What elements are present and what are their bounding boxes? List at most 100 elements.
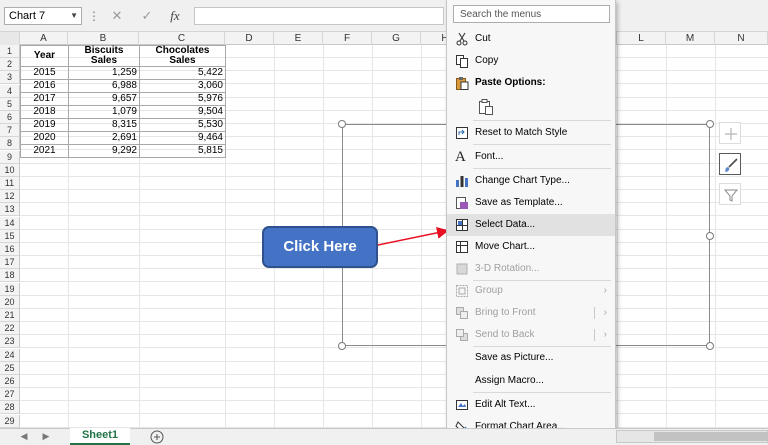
menu-item-font[interactable]: A Font...: [447, 146, 615, 168]
row-header[interactable]: 27: [0, 388, 20, 401]
table-cell[interactable]: 2017: [20, 92, 69, 106]
menu-item-copy[interactable]: Copy: [447, 50, 615, 72]
row-header[interactable]: 8: [0, 137, 20, 150]
row-header[interactable]: 25: [0, 362, 20, 375]
add-sheet-icon[interactable]: [150, 430, 164, 444]
row-header[interactable]: 24: [0, 349, 20, 362]
row-header[interactable]: 6: [0, 111, 20, 124]
column-header[interactable]: F: [323, 32, 372, 45]
column-header[interactable]: L: [617, 32, 666, 45]
table-header-cell[interactable]: Biscuits Sales: [68, 45, 140, 67]
table-cell[interactable]: 5,815: [139, 144, 226, 158]
row-header[interactable]: 13: [0, 203, 20, 216]
resize-handle-top-right[interactable]: [706, 120, 714, 128]
table-header-cell[interactable]: Year: [20, 45, 69, 67]
table-cell[interactable]: 2018: [20, 105, 69, 119]
formula-input[interactable]: [194, 7, 444, 25]
menu-item-save-as-template[interactable]: Save as Template...: [447, 192, 615, 214]
chart-styles-button[interactable]: [719, 153, 741, 175]
table-cell[interactable]: 6,988: [68, 79, 140, 93]
row-header[interactable]: 20: [0, 296, 20, 309]
select-all-corner[interactable]: [0, 32, 20, 45]
resize-handle-right[interactable]: [706, 232, 714, 240]
table-cell[interactable]: 5,422: [139, 66, 226, 80]
row-header[interactable]: 22: [0, 322, 20, 335]
table-cell[interactable]: 1,079: [68, 105, 140, 119]
scrollbar-thumb[interactable]: [654, 432, 768, 441]
menu-item-assign-macro[interactable]: Assign Macro...: [447, 370, 615, 392]
table-cell[interactable]: 2016: [20, 79, 69, 93]
menu-item-select-data[interactable]: Select Data...: [447, 214, 615, 236]
table-cell[interactable]: 9,657: [68, 92, 140, 106]
row-header[interactable]: 14: [0, 217, 20, 230]
menu-item-3d-rotation[interactable]: 3-D Rotation...: [447, 258, 615, 280]
row-header[interactable]: 16: [0, 243, 20, 256]
menu-item-group[interactable]: Group ›: [447, 280, 615, 302]
column-header[interactable]: M: [666, 32, 715, 45]
prev-sheet-icon[interactable]: ◀: [20, 431, 28, 441]
row-header[interactable]: 10: [0, 164, 20, 177]
menu-item-change-chart-type[interactable]: Change Chart Type...: [447, 170, 615, 192]
row-header[interactable]: 3: [0, 71, 20, 84]
row-header[interactable]: 1: [0, 45, 20, 58]
column-header[interactable]: B: [68, 32, 139, 45]
row-header[interactable]: 21: [0, 309, 20, 322]
chart-filters-button[interactable]: [719, 183, 741, 205]
table-cell[interactable]: 9,292: [68, 144, 140, 158]
next-sheet-icon[interactable]: ▶: [42, 431, 50, 441]
row-header[interactable]: 12: [0, 190, 20, 203]
table-cell[interactable]: 2019: [20, 118, 69, 132]
row-header[interactable]: 11: [0, 177, 20, 190]
table-cell[interactable]: 2021: [20, 144, 69, 158]
menu-item-reset-to-match-style[interactable]: Reset to Match Style: [447, 122, 615, 144]
enter-icon[interactable]: ✓: [141, 8, 153, 23]
table-cell[interactable]: 2015: [20, 66, 69, 80]
row-header[interactable]: 2: [0, 58, 20, 71]
row-header[interactable]: 15: [0, 230, 20, 243]
table-cell[interactable]: 5,530: [139, 118, 226, 132]
chart-elements-button[interactable]: [719, 122, 741, 144]
menu-item-send-to-back[interactable]: Send to Back ›: [447, 324, 615, 346]
table-cell[interactable]: 8,315: [68, 118, 140, 132]
table-cell[interactable]: 9,464: [139, 131, 226, 145]
column-header[interactable]: A: [20, 32, 68, 45]
table-cell[interactable]: 1,259: [68, 66, 140, 80]
menu-search-input[interactable]: Search the menus: [453, 5, 610, 23]
row-header[interactable]: 9: [0, 151, 20, 164]
sheet-tab-sheet1[interactable]: Sheet1: [70, 428, 130, 445]
table-cell[interactable]: 5,976: [139, 92, 226, 106]
column-header[interactable]: D: [225, 32, 274, 45]
resize-handle-bottom-right[interactable]: [706, 342, 714, 350]
column-header[interactable]: E: [274, 32, 323, 45]
row-header[interactable]: 28: [0, 401, 20, 414]
data-table[interactable]: Year Biscuits Sales Chocolates Sales 201…: [20, 45, 226, 158]
name-box-dropdown-icon[interactable]: ▼: [70, 11, 78, 20]
column-header[interactable]: C: [139, 32, 225, 45]
menu-item-cut[interactable]: Cut: [447, 28, 615, 50]
insert-function-icon[interactable]: fx: [170, 8, 180, 23]
more-options-icon[interactable]: ⋮: [88, 9, 100, 23]
table-cell[interactable]: 9,504: [139, 105, 226, 119]
menu-item-save-as-picture[interactable]: Save as Picture...: [447, 347, 615, 369]
row-header[interactable]: 29: [0, 415, 20, 428]
name-box[interactable]: Chart 7 ▼: [4, 7, 82, 25]
paste-option-button[interactable]: [447, 94, 615, 120]
table-cell[interactable]: 3,060: [139, 79, 226, 93]
row-header[interactable]: 19: [0, 283, 20, 296]
row-header[interactable]: 5: [0, 98, 20, 111]
row-header[interactable]: 17: [0, 256, 20, 269]
cancel-icon[interactable]: ✕: [111, 8, 123, 23]
menu-item-move-chart[interactable]: Move Chart...: [447, 236, 615, 258]
table-cell[interactable]: 2,691: [68, 131, 140, 145]
row-header[interactable]: 4: [0, 85, 20, 98]
table-cell[interactable]: 2020: [20, 131, 69, 145]
row-header[interactable]: 23: [0, 335, 20, 348]
column-header[interactable]: G: [372, 32, 421, 45]
row-header[interactable]: 26: [0, 375, 20, 388]
row-header[interactable]: 18: [0, 269, 20, 282]
table-header-cell[interactable]: Chocolates Sales: [139, 45, 226, 67]
row-header[interactable]: 7: [0, 124, 20, 137]
resize-handle-bottom-left[interactable]: [338, 342, 346, 350]
menu-item-edit-alt-text[interactable]: Edit Alt Text...: [447, 394, 615, 416]
menu-item-bring-to-front[interactable]: Bring to Front ›: [447, 302, 615, 324]
